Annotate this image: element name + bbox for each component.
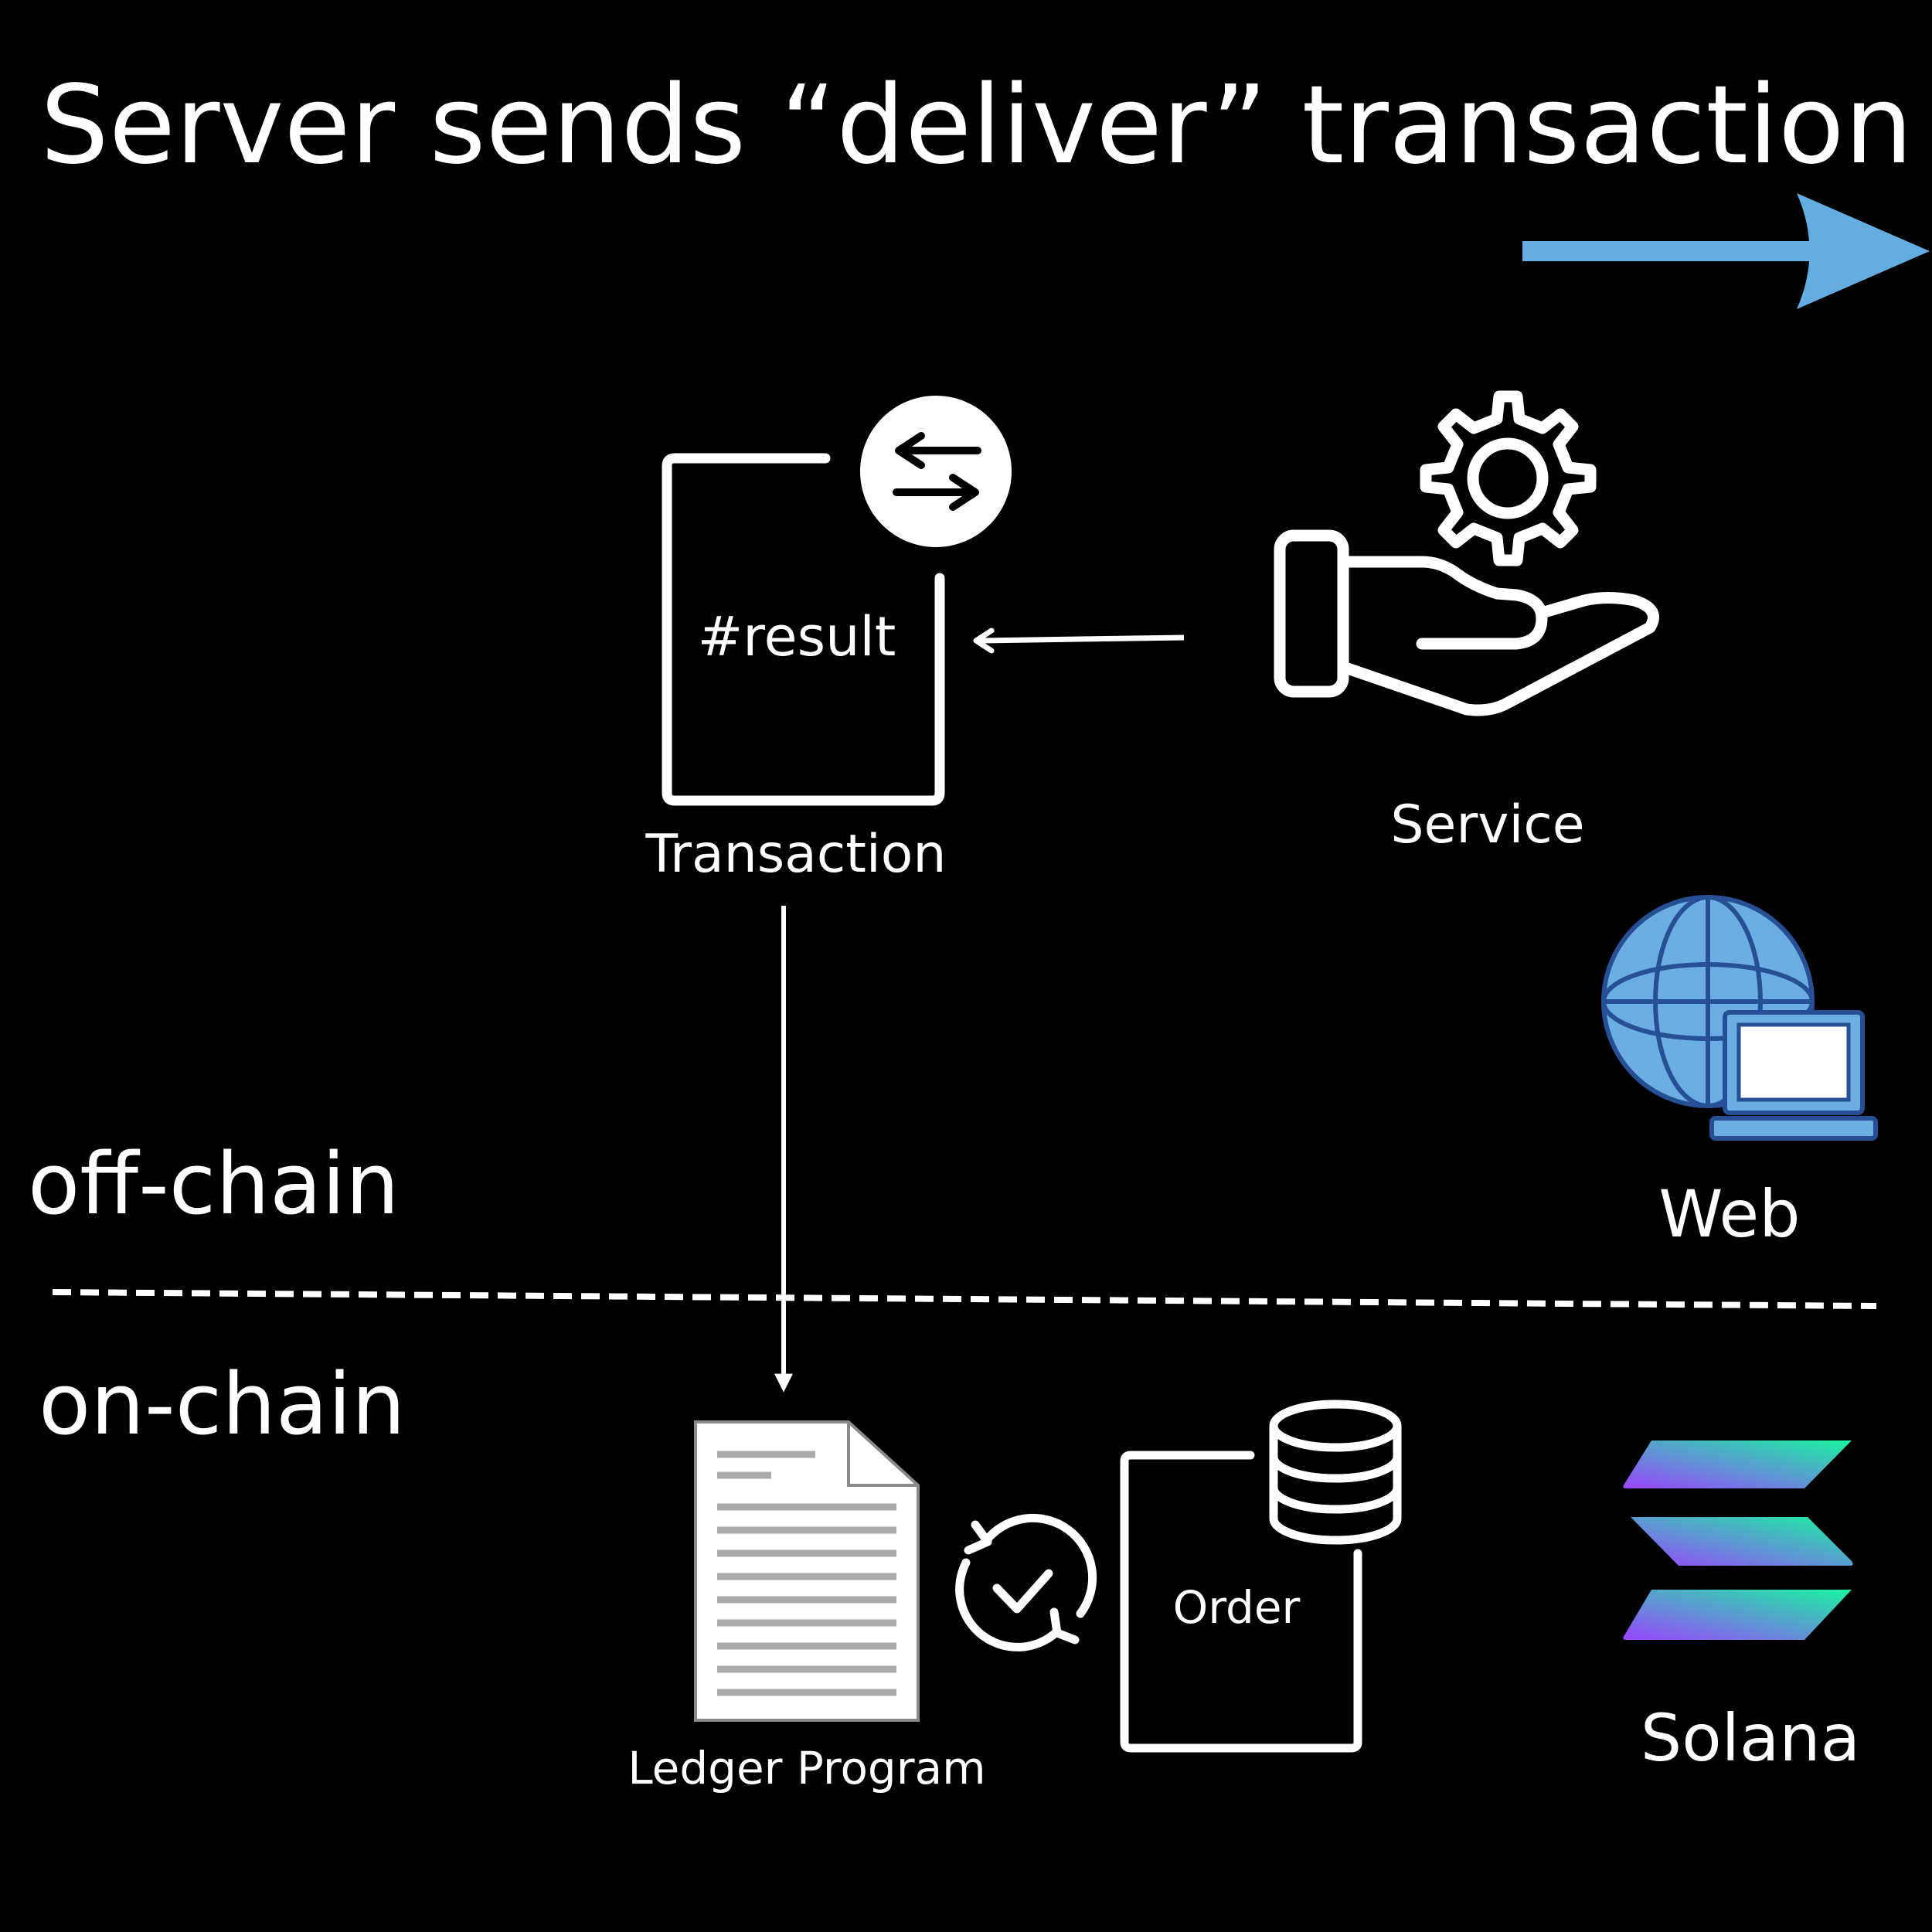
order-card: Order	[1120, 1400, 1402, 1753]
transaction-label: Transaction	[645, 824, 946, 885]
hand-gear-icon	[1274, 390, 1659, 716]
sync-check-icon	[955, 1513, 1097, 1651]
service-to-transaction-arrow	[973, 628, 1185, 654]
database-icon	[1269, 1400, 1402, 1545]
page-title: Server sends “deliver” transaction	[40, 63, 1913, 189]
order-label: Order	[1173, 1581, 1301, 1634]
service-label: Service	[1390, 794, 1584, 855]
onchain-label: on-chain	[39, 1355, 406, 1454]
chain-divider	[52, 1289, 1877, 1309]
globe-laptop-icon	[1601, 895, 1878, 1141]
offchain-label: off-chain	[28, 1134, 400, 1233]
document-icon	[694, 1420, 920, 1722]
solana-logo-icon	[1623, 1440, 1853, 1640]
solana-label: Solana	[1641, 1700, 1860, 1776]
swap-arrows-icon	[860, 396, 1012, 547]
transaction-content: #result	[698, 605, 896, 668]
web-label: Web	[1658, 1176, 1800, 1252]
ledger-label: Ledger Program	[628, 1742, 985, 1794]
arrow-right-icon	[1522, 193, 1930, 309]
transaction-card: #result	[662, 396, 1012, 806]
